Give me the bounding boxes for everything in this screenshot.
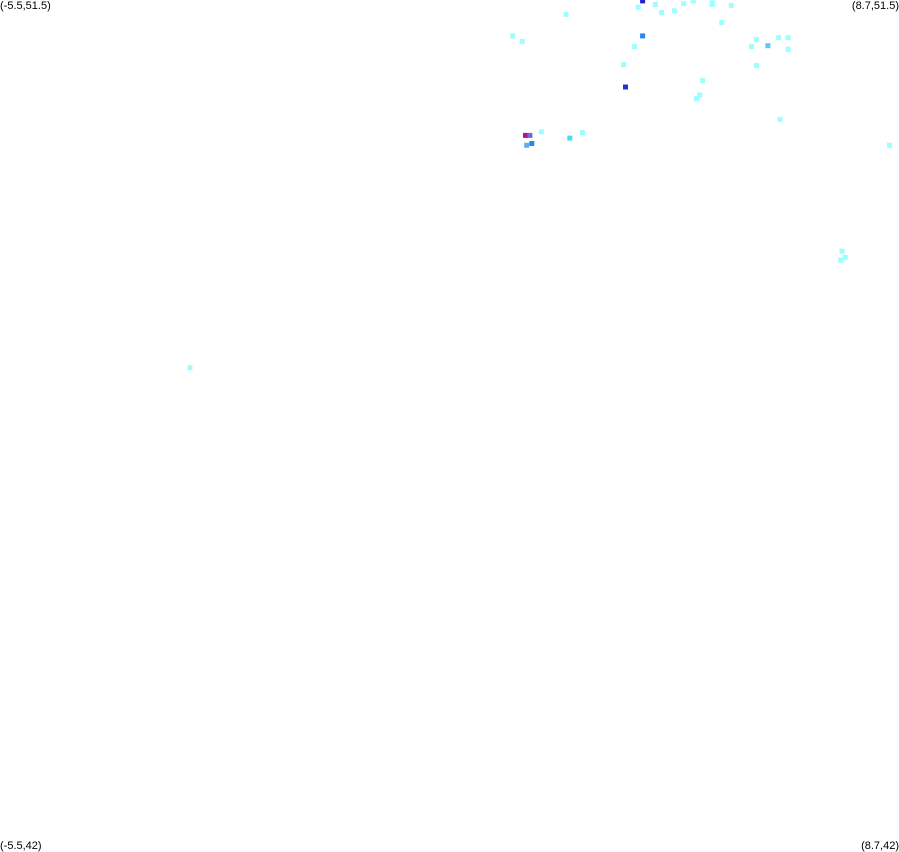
- map-point-40: [187, 365, 193, 371]
- map-point-8: [709, 2, 715, 7]
- map-point-1: [635, 4, 641, 10]
- map-point-9: [728, 2, 734, 8]
- map-point-17: [623, 84, 628, 90]
- map-point-22: [754, 37, 760, 42]
- map-point-26: [785, 35, 791, 41]
- map-point-32: [529, 141, 535, 146]
- points-layer: [187, 0, 892, 371]
- map-point-13: [519, 38, 525, 44]
- map-point-3: [659, 10, 665, 16]
- map-point-2: [652, 2, 658, 7]
- corner-label-top-right: (8.7,51.5): [851, 0, 899, 12]
- map-point-6: [690, 0, 696, 4]
- map-point-10: [719, 19, 725, 25]
- map-point-18: [700, 78, 706, 84]
- map-point-39: [842, 254, 848, 260]
- map-point-16: [621, 62, 627, 68]
- map-point-36: [580, 130, 585, 136]
- map-point-5: [681, 1, 687, 7]
- map-point-14: [640, 33, 646, 39]
- map-point-37: [839, 248, 845, 254]
- corner-label-top-left: (-5.5,51.5): [0, 0, 51, 12]
- map-point-31: [527, 132, 533, 138]
- map-point-24: [754, 63, 760, 68]
- map-point-25: [776, 35, 782, 41]
- map-point-15: [631, 44, 637, 50]
- map-point-35: [567, 135, 573, 141]
- corner-label-bottom-right: (8.7,42): [861, 840, 899, 852]
- map-point-30: [523, 132, 528, 138]
- map-point-33: [524, 142, 530, 148]
- map-point-21: [749, 44, 754, 50]
- map-point-12: [510, 33, 516, 39]
- map-point-20: [697, 92, 703, 98]
- map-point-27: [785, 46, 791, 52]
- map-point-38: [838, 257, 844, 263]
- map-point-11: [563, 11, 569, 17]
- map-point-28: [777, 116, 783, 122]
- corner-label-bottom-left: (-5.5,42): [0, 840, 42, 852]
- map-point-29: [887, 142, 892, 148]
- map-point-4: [671, 8, 677, 14]
- map-point-19: [693, 96, 699, 102]
- map-point-0: [640, 0, 646, 4]
- map-point-34: [538, 129, 544, 135]
- map-point-23: [765, 43, 771, 49]
